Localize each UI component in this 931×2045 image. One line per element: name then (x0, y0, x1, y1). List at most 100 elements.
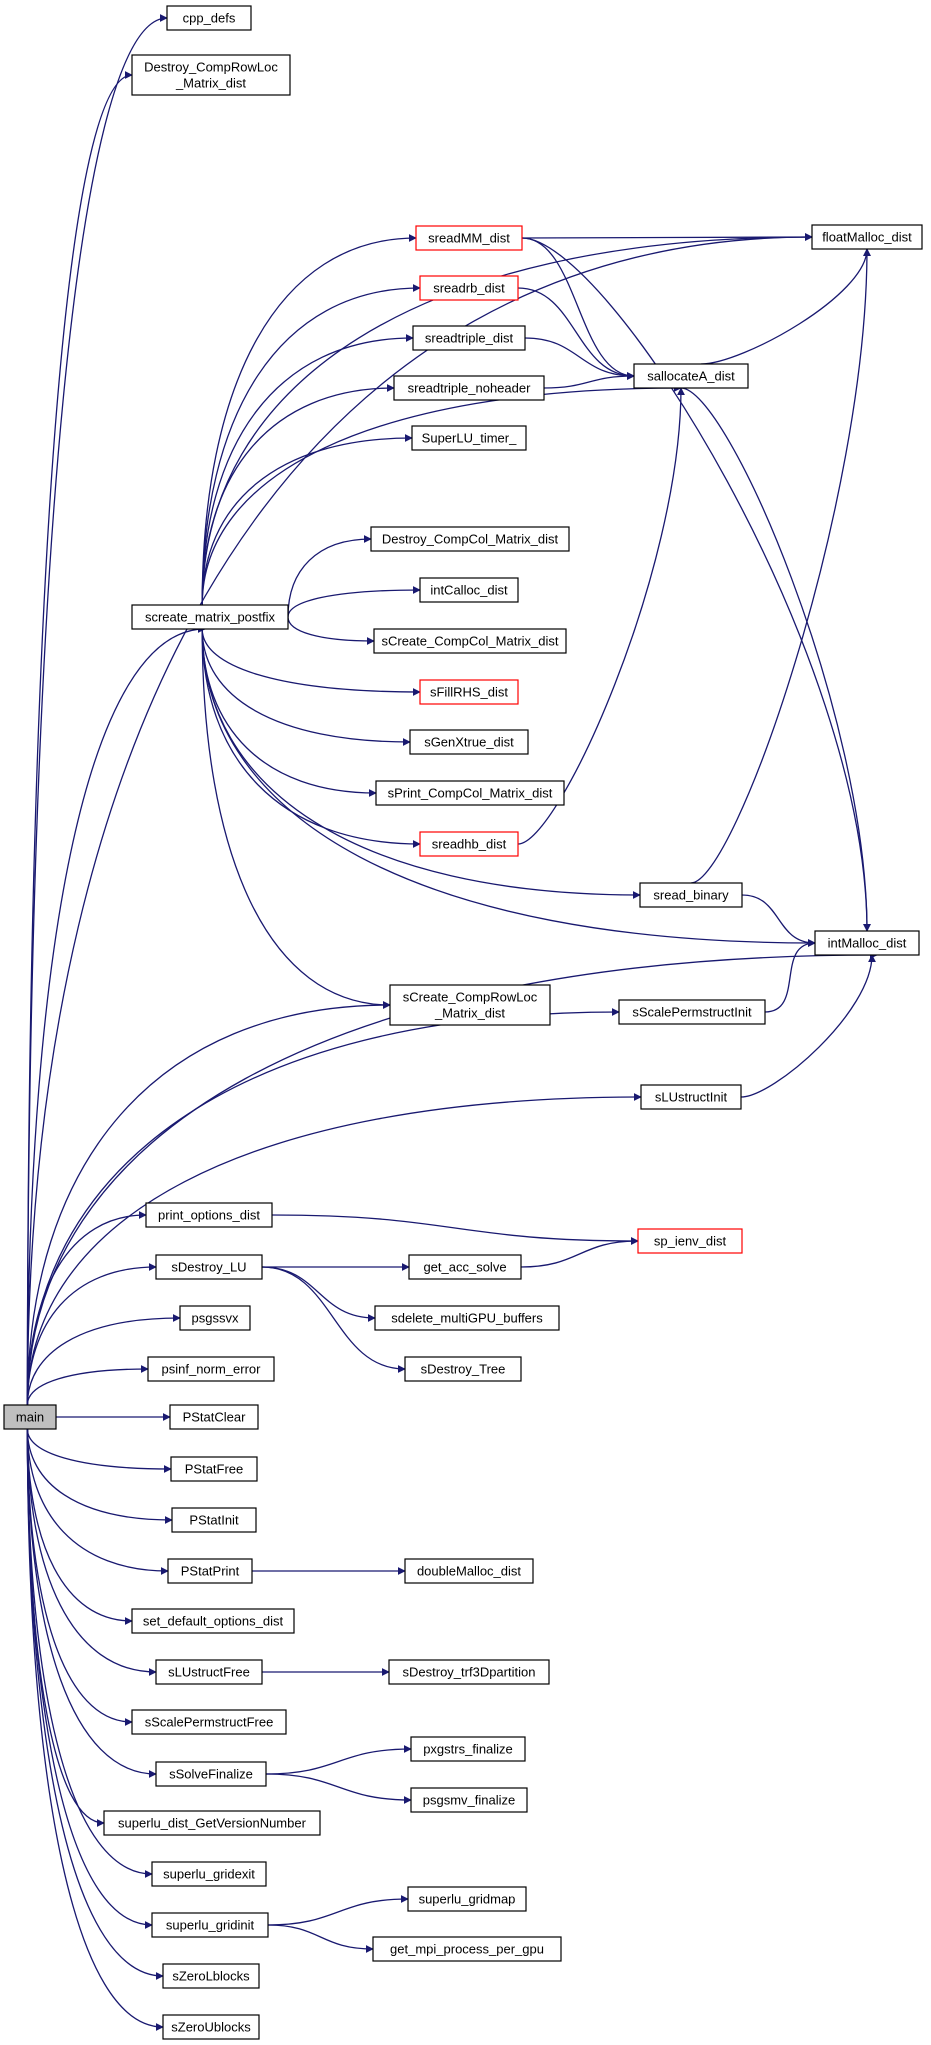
node-box[interactable] (633, 363, 749, 389)
node-floatmalloc[interactable]: floatMalloc_dist (811, 224, 923, 250)
node-screate-matrix-postfix[interactable]: screate_matrix_postfix (131, 604, 289, 630)
node-sreadmm[interactable]: sreadMM_dist (415, 225, 523, 251)
node-box[interactable] (131, 604, 289, 630)
node-box[interactable] (404, 1558, 534, 1584)
node-sfillrhs[interactable]: sFillRHS_dist (419, 679, 519, 705)
node-box[interactable] (179, 1305, 251, 1331)
node-box[interactable] (419, 577, 519, 603)
node-psinf-norm-error[interactable]: psinf_norm_error (147, 1356, 275, 1382)
node-screate-compcol[interactable]: sCreate_CompCol_Matrix_dist (373, 628, 567, 654)
node-box[interactable] (618, 999, 766, 1025)
node-pstatinit[interactable]: PStatInit (171, 1507, 257, 1533)
node-destroy-compcol[interactable]: Destroy_CompCol_Matrix_dist (370, 526, 570, 552)
node-box[interactable] (3, 1404, 57, 1430)
node-gridexit[interactable]: superlu_gridexit (151, 1861, 267, 1887)
node-box[interactable] (409, 729, 529, 755)
node-getversion[interactable]: superlu_dist_GetVersionNumber (103, 1810, 321, 1836)
node-sreadtriple[interactable]: sreadtriple_dist (412, 325, 526, 351)
node-box[interactable] (169, 1404, 259, 1430)
node-box[interactable] (811, 224, 923, 250)
node-superlu-timer[interactable]: SuperLU_timer_ (411, 425, 527, 451)
node-pstatclear[interactable]: PStatClear (169, 1404, 259, 1430)
node-szerolblocks[interactable]: sZeroLblocks (162, 1963, 260, 1989)
node-box[interactable] (166, 5, 252, 31)
node-sdestroy-tree[interactable]: sDestroy_Tree (404, 1356, 522, 1382)
node-sp-ienv[interactable]: sp_ienv_dist (637, 1228, 743, 1254)
node-box[interactable] (419, 275, 519, 301)
node-destroy-comprowloc[interactable]: Destroy_CompRowLoc_Matrix_dist (131, 54, 291, 96)
node-sprint-compcol[interactable]: sPrint_CompCol_Matrix_dist (375, 780, 565, 806)
node-gridinit[interactable]: superlu_gridinit (151, 1912, 269, 1938)
node-set-default-options[interactable]: set_default_options_dist (131, 1608, 295, 1634)
node-slustructfree[interactable]: sLUstructFree (155, 1659, 263, 1685)
node-box[interactable] (151, 1861, 267, 1887)
node-box[interactable] (404, 1356, 522, 1382)
node-psgsmv-finalize[interactable]: psgsmv_finalize (410, 1787, 528, 1813)
node-box[interactable] (162, 2014, 260, 2040)
node-box[interactable] (388, 1659, 550, 1685)
node-sdelete-multigpu[interactable]: sdelete_multiGPU_buffers (374, 1305, 560, 1331)
node-sreadhb[interactable]: sreadhb_dist (419, 831, 519, 857)
node-psgssvx[interactable]: psgssvx (179, 1305, 251, 1331)
node-sread-binary[interactable]: sread_binary (639, 882, 743, 908)
node-sscalepermstructfree[interactable]: sScalePermstructFree (131, 1709, 287, 1735)
node-get-acc-solve[interactable]: get_acc_solve (408, 1254, 522, 1280)
node-box[interactable] (162, 1963, 260, 1989)
node-box[interactable] (407, 1886, 527, 1912)
node-box[interactable] (408, 1254, 522, 1280)
node-intmalloc[interactable]: intMalloc_dist (814, 930, 920, 956)
node-pxgstrs-finalize[interactable]: pxgstrs_finalize (410, 1736, 526, 1762)
node-gridmap[interactable]: superlu_gridmap (407, 1886, 527, 1912)
node-sallocatea[interactable]: sallocateA_dist (633, 363, 749, 389)
node-box[interactable] (131, 1709, 287, 1735)
node-box[interactable] (151, 1912, 269, 1938)
node-sdestroy-trf3d[interactable]: sDestroy_trf3Dpartition (388, 1659, 550, 1685)
node-box[interactable] (372, 1936, 562, 1962)
node-box[interactable] (419, 679, 519, 705)
node-box[interactable] (640, 1084, 742, 1110)
node-box[interactable] (412, 325, 526, 351)
node-sgenxtrue[interactable]: sGenXtrue_dist (409, 729, 529, 755)
node-doublemalloc[interactable]: doubleMalloc_dist (404, 1558, 534, 1584)
node-box[interactable] (637, 1228, 743, 1254)
node-box[interactable] (639, 882, 743, 908)
node-box[interactable] (389, 984, 551, 1026)
node-sreadtriple-noheader[interactable]: sreadtriple_noheader (393, 375, 545, 401)
node-box[interactable] (131, 1608, 295, 1634)
node-main[interactable]: main (3, 1404, 57, 1430)
node-sdestroy-lu[interactable]: sDestroy_LU (155, 1254, 263, 1280)
node-box[interactable] (374, 1305, 560, 1331)
node-ssolvefinalize[interactable]: sSolveFinalize (155, 1761, 267, 1787)
node-szeroublocks[interactable]: sZeroUblocks (162, 2014, 260, 2040)
node-box[interactable] (167, 1558, 253, 1584)
node-box[interactable] (410, 1736, 526, 1762)
node-get-mpi-process[interactable]: get_mpi_process_per_gpu (372, 1936, 562, 1962)
node-box[interactable] (103, 1810, 321, 1836)
node-box[interactable] (170, 1456, 258, 1482)
node-box[interactable] (145, 1202, 273, 1228)
node-box[interactable] (393, 375, 545, 401)
node-slustructinit[interactable]: sLUstructInit (640, 1084, 742, 1110)
node-print-options[interactable]: print_options_dist (145, 1202, 273, 1228)
node-box[interactable] (373, 628, 567, 654)
node-cpp-defs[interactable]: cpp_defs (166, 5, 252, 31)
node-sscalepermstructinit[interactable]: sScalePermstructInit (618, 999, 766, 1025)
node-intcalloc[interactable]: intCalloc_dist (419, 577, 519, 603)
node-box[interactable] (147, 1356, 275, 1382)
node-box[interactable] (419, 831, 519, 857)
node-box[interactable] (155, 1761, 267, 1787)
node-pstatfree[interactable]: PStatFree (170, 1456, 258, 1482)
node-box[interactable] (370, 526, 570, 552)
node-box[interactable] (814, 930, 920, 956)
node-box[interactable] (131, 54, 291, 96)
node-box[interactable] (155, 1659, 263, 1685)
node-box[interactable] (171, 1507, 257, 1533)
node-box[interactable] (411, 425, 527, 451)
node-screate-comprowloc[interactable]: sCreate_CompRowLoc_Matrix_dist (389, 984, 551, 1026)
node-pstatprint[interactable]: PStatPrint (167, 1558, 253, 1584)
node-sreadrb[interactable]: sreadrb_dist (419, 275, 519, 301)
node-box[interactable] (410, 1787, 528, 1813)
node-box[interactable] (155, 1254, 263, 1280)
node-box[interactable] (375, 780, 565, 806)
node-box[interactable] (415, 225, 523, 251)
